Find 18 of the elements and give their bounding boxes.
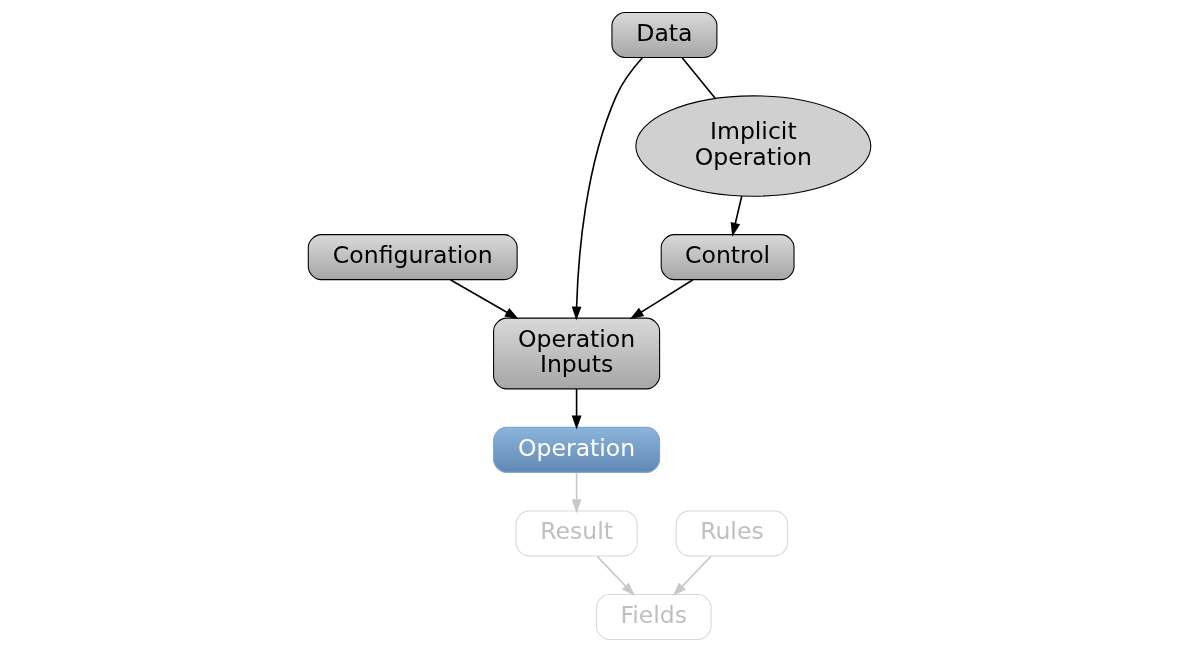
arrow (571, 471, 582, 514)
node-ellipse: Implicit Operation (635, 95, 872, 197)
arrow (730, 195, 743, 237)
node-box: Operation Inputs (493, 317, 661, 390)
arrow (449, 279, 519, 320)
node-box: Operation (493, 426, 661, 473)
node-box: Fields (595, 593, 712, 640)
arrow (672, 555, 712, 597)
arrow (571, 56, 644, 321)
node-box: Result (515, 510, 638, 557)
node-box: Rules (675, 510, 789, 557)
node-box: Data (611, 12, 718, 59)
arrow (629, 279, 694, 320)
arrow (571, 388, 582, 430)
node-box: Configuration (307, 234, 518, 281)
arrow (596, 555, 635, 597)
node-box: Control (660, 234, 795, 281)
connector (681, 56, 716, 100)
